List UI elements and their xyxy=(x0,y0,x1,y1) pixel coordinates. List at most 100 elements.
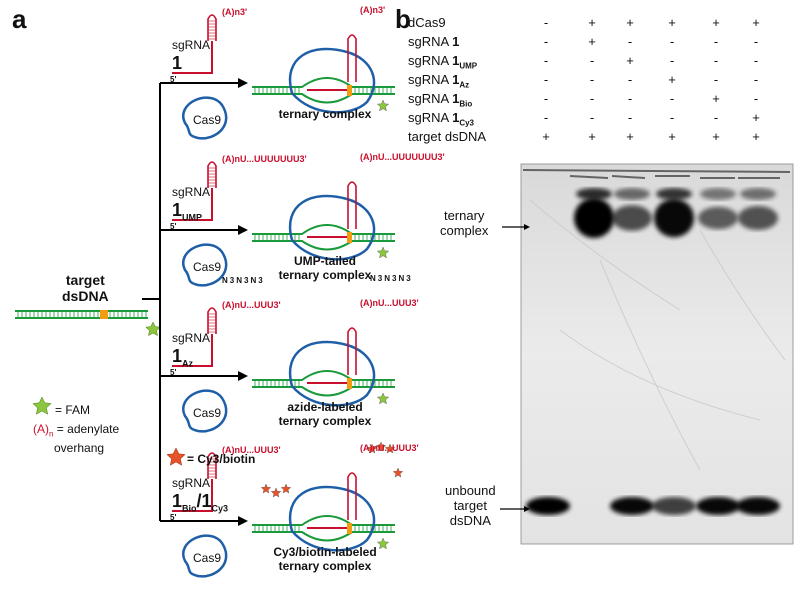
row-label-sub: Az xyxy=(459,80,470,90)
complex-tail-text: (A)nU...UUUUUUU3' xyxy=(360,152,445,162)
legend-adenylate-symbol: (A)n xyxy=(33,422,53,438)
lane-0-row-4-symbol: - xyxy=(543,91,549,106)
row-1-sgrna-label: sgRNA xyxy=(172,185,210,199)
ternary-band-lane-3 xyxy=(654,198,694,238)
pam-site xyxy=(347,85,352,96)
ternary-band-lane-5 xyxy=(738,206,778,230)
row-label-text: sgRNA xyxy=(408,110,453,125)
row-3-complex-tail-label: (A)nU...UUU3' xyxy=(360,443,419,453)
lane-4-row-3-symbol: - xyxy=(713,72,719,87)
cas9-text: Cas9 xyxy=(193,260,222,274)
sgrna-label: sgRNA xyxy=(172,331,211,345)
complex-hairpin xyxy=(347,327,357,375)
lane-4-row-0-symbol: + xyxy=(712,15,720,30)
five-prime-label: 5' xyxy=(170,368,176,377)
branch-lines xyxy=(142,82,240,522)
legend-adenylate: (A)n = adenylate overhang xyxy=(33,422,119,455)
cas9-text: Cas9 xyxy=(193,113,222,127)
complex-hairpin xyxy=(347,472,357,520)
complex-label-line: Cy3/biotin-labeled xyxy=(273,545,377,559)
row-2-graphics xyxy=(172,307,395,433)
row-label-text: sgRNA xyxy=(408,34,453,49)
row-0-complex-tail-label: (A)n3' xyxy=(360,5,385,15)
cas9-shape xyxy=(182,534,228,578)
panel-b xyxy=(500,163,794,545)
lane-4-row-5-symbol: - xyxy=(713,110,719,125)
lane-3-row-4-symbol: - xyxy=(669,91,675,106)
target-dsdna-label: target dsDNA xyxy=(62,272,109,304)
azide-2: N3 xyxy=(236,276,251,285)
complex-dna-bottom xyxy=(252,93,395,104)
row-3-sgrna-id: 1Bio/1Cy3 xyxy=(172,491,228,514)
row-label-id: 1 xyxy=(452,53,460,68)
unbound-label-line1: unbound xyxy=(445,483,496,498)
five-prime: 5' xyxy=(170,222,177,231)
complex-tail-text: (A)nU...UUU3' xyxy=(360,443,419,453)
row-label-id: 1 xyxy=(452,34,460,49)
sgrna-hairpin xyxy=(207,14,217,41)
lane-5-row-5-symbol: + xyxy=(752,110,760,125)
lane-2-row-4-symbol: - xyxy=(627,91,633,106)
lane-1-row-5-symbol: - xyxy=(589,110,595,125)
tail-text: (A)nU...UUU3' xyxy=(222,445,281,455)
complex-label-line: azide-labeled xyxy=(287,400,363,414)
sgrna-label: sgRNA xyxy=(172,476,211,490)
gel-row-label-6: target dsDNA xyxy=(408,129,486,144)
lane-4-row-6-symbol: + xyxy=(712,129,720,144)
row-label-id: 1 xyxy=(452,91,460,106)
row-label-text: sgRNA xyxy=(408,72,453,87)
ternary-smear-lane-2 xyxy=(614,188,650,200)
ternary-label-line1: ternary xyxy=(443,208,485,223)
gel-pointer-arrows xyxy=(500,224,530,512)
sgrna-id: 1 xyxy=(172,491,183,511)
lane-2-row-2-symbol: + xyxy=(626,53,634,68)
row-2-sgrna-id: 1Az xyxy=(172,346,193,369)
lane-3-row-1-symbol: - xyxy=(669,34,675,49)
cas9-text: Cas9 xyxy=(193,406,222,420)
fam-star xyxy=(376,99,390,112)
branch-arrowheads xyxy=(238,78,248,526)
cy3-star xyxy=(392,467,404,478)
azide-c2: N3 xyxy=(384,274,399,283)
gel-bands xyxy=(526,188,780,515)
lane-0-row-5-symbol: - xyxy=(543,110,549,125)
unbound-band-lane-5 xyxy=(736,497,780,515)
row-3-tail-label: (A)nU...UUU3' xyxy=(222,445,281,455)
sgrna-id2: 1 xyxy=(201,491,212,511)
complex-cas9 xyxy=(288,485,376,552)
gel-scratches xyxy=(529,199,786,471)
lane-1-row-0-symbol: + xyxy=(588,15,596,30)
sgrna-label: sgRNA xyxy=(172,185,211,199)
sgrna-id: 1 xyxy=(172,53,183,73)
unbound-dsdna-label: unbound target dsDNA xyxy=(445,483,496,528)
complex-tail-text: (A)n3' xyxy=(360,5,386,15)
lane-1-row-1-symbol: + xyxy=(588,34,596,49)
cas9-shape xyxy=(182,96,228,140)
lane-1-row-3-symbol: - xyxy=(589,72,595,87)
lane-1-row-4-symbol: - xyxy=(589,91,595,106)
target-label-line2: dsDNA xyxy=(62,288,109,304)
lane-3-row-6-symbol: + xyxy=(668,129,676,144)
row-0-tail-label: (A)n3' xyxy=(222,7,247,17)
row-label-sub: Bio xyxy=(459,99,473,109)
ternary-band-lane-1 xyxy=(574,198,614,238)
five-prime-label: 5' xyxy=(170,75,176,84)
gel-row-label-3: sgRNA 1Az xyxy=(408,72,469,90)
cas9-label: Cas9 xyxy=(193,113,221,127)
lane-4-row-1-symbol: - xyxy=(713,34,719,49)
sgrna-id-sub: Bio xyxy=(182,503,197,514)
row-0-graphics xyxy=(172,14,395,140)
sgrna-id: 1 xyxy=(172,200,183,220)
azide-1: N3 xyxy=(222,276,237,285)
complex-label-line: ternary complex xyxy=(278,107,372,121)
slash: / xyxy=(196,491,202,511)
pam-site xyxy=(347,378,352,389)
complex-label-line: UMP-tailed xyxy=(293,254,356,268)
complex-dna-bottom xyxy=(252,240,395,251)
azide-3: N3 xyxy=(250,276,265,285)
lane-2-row-5-symbol: - xyxy=(627,110,633,125)
target-dsdna-graphic xyxy=(15,310,148,319)
fam-star xyxy=(376,392,390,405)
lane-0-row-6-symbol: + xyxy=(542,129,550,144)
